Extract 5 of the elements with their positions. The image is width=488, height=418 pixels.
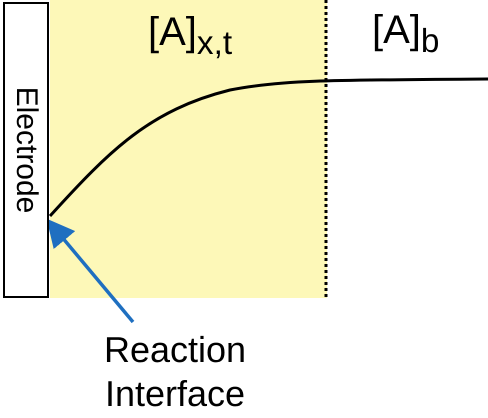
concentration-label: [A]$_{b}$ <box>372 8 440 61</box>
electrode-box <box>3 2 49 298</box>
electrode-label: Electrode <box>9 86 43 214</box>
concentration-label: [A]$_{x,t}$ <box>148 10 232 63</box>
callout-text: Reaction Interface <box>70 328 280 418</box>
